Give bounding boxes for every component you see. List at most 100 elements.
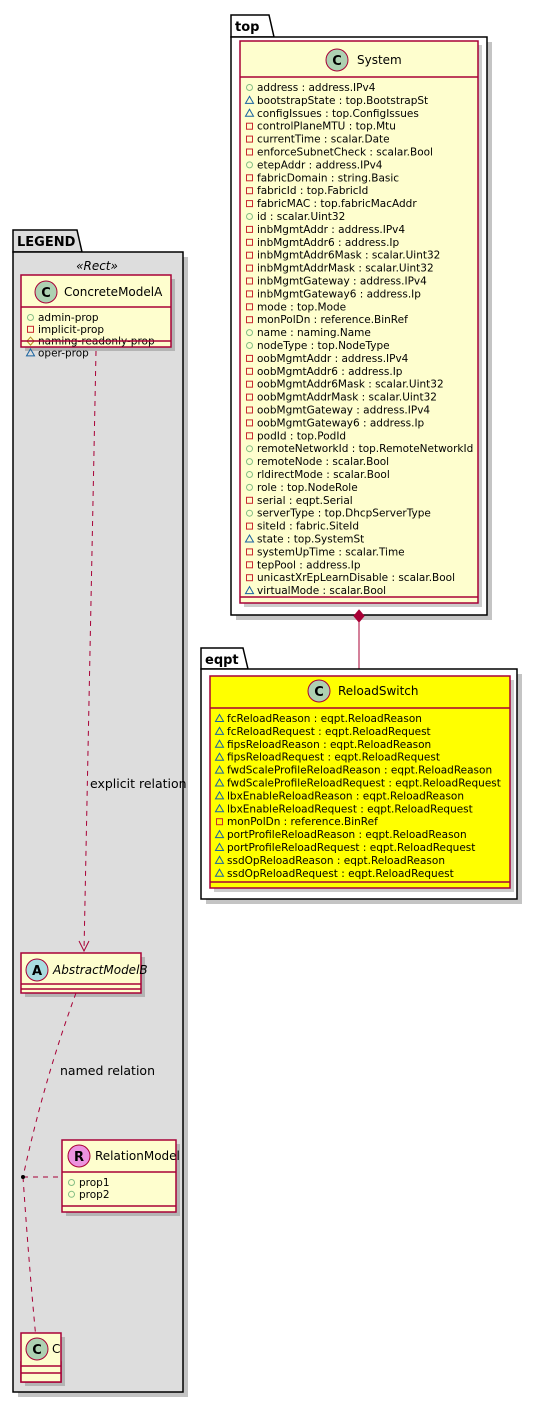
attribute: fabricId : top.FabricId (257, 185, 368, 197)
public-visibility-icon (246, 458, 253, 466)
class-abstract-model-b[interactable]: A AbstractModelB (20, 952, 148, 997)
attribute: enforceSubnetCheck : scalar.Bool (257, 147, 433, 159)
package-visibility-icon (214, 868, 225, 877)
public-visibility-icon (68, 1179, 75, 1186)
private-visibility-icon (246, 561, 253, 569)
private-visibility-icon (246, 432, 253, 440)
protected-visibility-icon (26, 336, 35, 346)
attribute: lbxEnableReloadRequest : eqpt.ReloadRequ… (227, 803, 473, 815)
private-visibility-icon (246, 380, 253, 388)
attribute: inbMgmtAddr6Mask : scalar.Uint32 (257, 250, 440, 262)
public-visibility-icon (27, 314, 34, 321)
package-visibility-icon (214, 765, 225, 774)
private-visibility-icon (246, 251, 253, 259)
package-legend-title: LEGEND (17, 235, 76, 250)
package-visibility-icon (25, 347, 36, 357)
attribute: fwdScaleProfileReloadReason : eqpt.Reloa… (227, 765, 492, 777)
private-visibility-icon (246, 187, 253, 195)
private-visibility-icon (246, 303, 253, 311)
private-visibility-icon (246, 574, 253, 582)
attribute: prop2 (79, 1189, 110, 1201)
attribute: bootstrapState : top.BootstrapSt (257, 95, 428, 107)
class-reload-switch[interactable]: C ReloadSwitch fcReloadReason : eqpt.Rel… (209, 675, 514, 892)
private-visibility-icon (246, 277, 253, 285)
package-visibility-icon (214, 829, 225, 839)
attribute: monPolDn : reference.BinRef (227, 816, 378, 828)
abstract-icon: A (32, 964, 42, 979)
public-visibility-icon (246, 342, 253, 349)
private-visibility-icon (216, 818, 223, 826)
class-concrete-model-a[interactable]: C ConcreteModelA admin-propimplicit-prop… (20, 274, 175, 359)
attribute: role : top.NodeRole (257, 482, 358, 494)
legend-stereotype: «Rect» (76, 259, 118, 273)
attribute: oobMgmtAddr6Mask : scalar.Uint32 (257, 379, 444, 391)
attribute: state : top.SystemSt (257, 534, 364, 546)
public-visibility-icon (246, 329, 253, 337)
attribute: implicit-prop (38, 324, 104, 336)
package-visibility-icon (214, 790, 225, 800)
attribute: fcReloadReason : eqpt.ReloadReason (227, 713, 422, 725)
attribute: systemUpTime : scalar.Time (257, 546, 405, 558)
attribute: fipsReloadRequest : eqpt.ReloadRequest (227, 752, 440, 764)
attribute: oobMgmtAddr6 : address.Ip (257, 366, 403, 378)
attribute: siteId : fabric.SiteId (257, 521, 359, 533)
class-name-c: C (52, 1342, 60, 1356)
attribute: ssdOpReloadRequest : eqpt.ReloadRequest (227, 868, 454, 880)
attribute: podId : top.PodId (257, 430, 346, 442)
package-eqpt-title: eqpt (205, 653, 239, 668)
attribute: fwdScaleProfileReloadRequest : eqpt.Relo… (227, 778, 501, 790)
private-visibility-icon (246, 548, 253, 556)
attribute: configIssues : top.ConfigIssues (257, 108, 419, 120)
class-name-reload-switch: ReloadSwitch (338, 684, 419, 698)
class-name-concrete-model-a: ConcreteModelA (64, 285, 163, 299)
attribute: fabricMAC : top.fabricMacAddr (257, 198, 417, 210)
private-visibility-icon (246, 174, 253, 182)
private-visibility-icon (246, 122, 253, 130)
explicit-relation-arrow: explicit relation (78, 350, 187, 953)
public-visibility-icon (246, 445, 253, 453)
public-visibility-icon (246, 483, 253, 491)
attribute: tepPool : address.Ip (257, 559, 361, 571)
attribute: controlPlaneMTU : top.Mtu (257, 121, 396, 133)
public-visibility-icon (246, 471, 253, 478)
public-visibility-icon (68, 1190, 75, 1198)
class-icon: C (314, 685, 324, 700)
reload-switch-attributes: fcReloadReason : eqpt.ReloadReasonfcRelo… (214, 713, 501, 880)
private-visibility-icon (246, 238, 253, 246)
attribute: admin-prop (38, 312, 99, 324)
package-visibility-icon (214, 713, 225, 722)
attribute: virtualMode : scalar.Bool (257, 585, 386, 597)
private-visibility-icon (246, 316, 253, 324)
attribute: fabricDomain : string.Basic (257, 172, 399, 184)
attribute: ssdOpReloadReason : eqpt.ReloadReason (227, 855, 445, 867)
attribute: etepAddr : address.IPv4 (257, 159, 383, 171)
private-visibility-icon (246, 148, 253, 156)
public-visibility-icon (246, 213, 253, 220)
private-visibility-icon (27, 325, 34, 333)
class-name-relation-model: RelationModel (95, 1149, 180, 1163)
private-visibility-icon (246, 135, 253, 143)
private-visibility-icon (246, 406, 253, 414)
attribute: rldirectMode : scalar.Bool (257, 469, 390, 481)
package-visibility-icon (214, 739, 225, 748)
attribute: remoteNode : scalar.Bool (257, 456, 389, 468)
class-icon: C (32, 1343, 42, 1358)
attribute: monPolDn : reference.BinRef (257, 314, 408, 326)
attribute: fipsReloadReason : eqpt.ReloadReason (227, 739, 431, 751)
package-visibility-icon (214, 777, 225, 787)
attribute: inbMgmtAddrMask : scalar.Uint32 (257, 263, 434, 275)
attribute: inbMgmtGateway6 : address.Ip (257, 288, 421, 300)
package-visibility-icon (214, 855, 225, 864)
attribute: currentTime : scalar.Date (257, 134, 390, 146)
class-system[interactable]: C System address : address.IPv4bootstrap… (239, 40, 482, 607)
package-visibility-icon (214, 726, 225, 735)
attribute: oper-prop (38, 347, 89, 359)
explicit-relation-label: explicit relation (90, 776, 187, 791)
attribute: inbMgmtAddr6 : address.Ip (257, 237, 400, 249)
private-visibility-icon (246, 522, 253, 530)
package-visibility-icon (244, 108, 255, 117)
class-icon: C (41, 286, 51, 301)
